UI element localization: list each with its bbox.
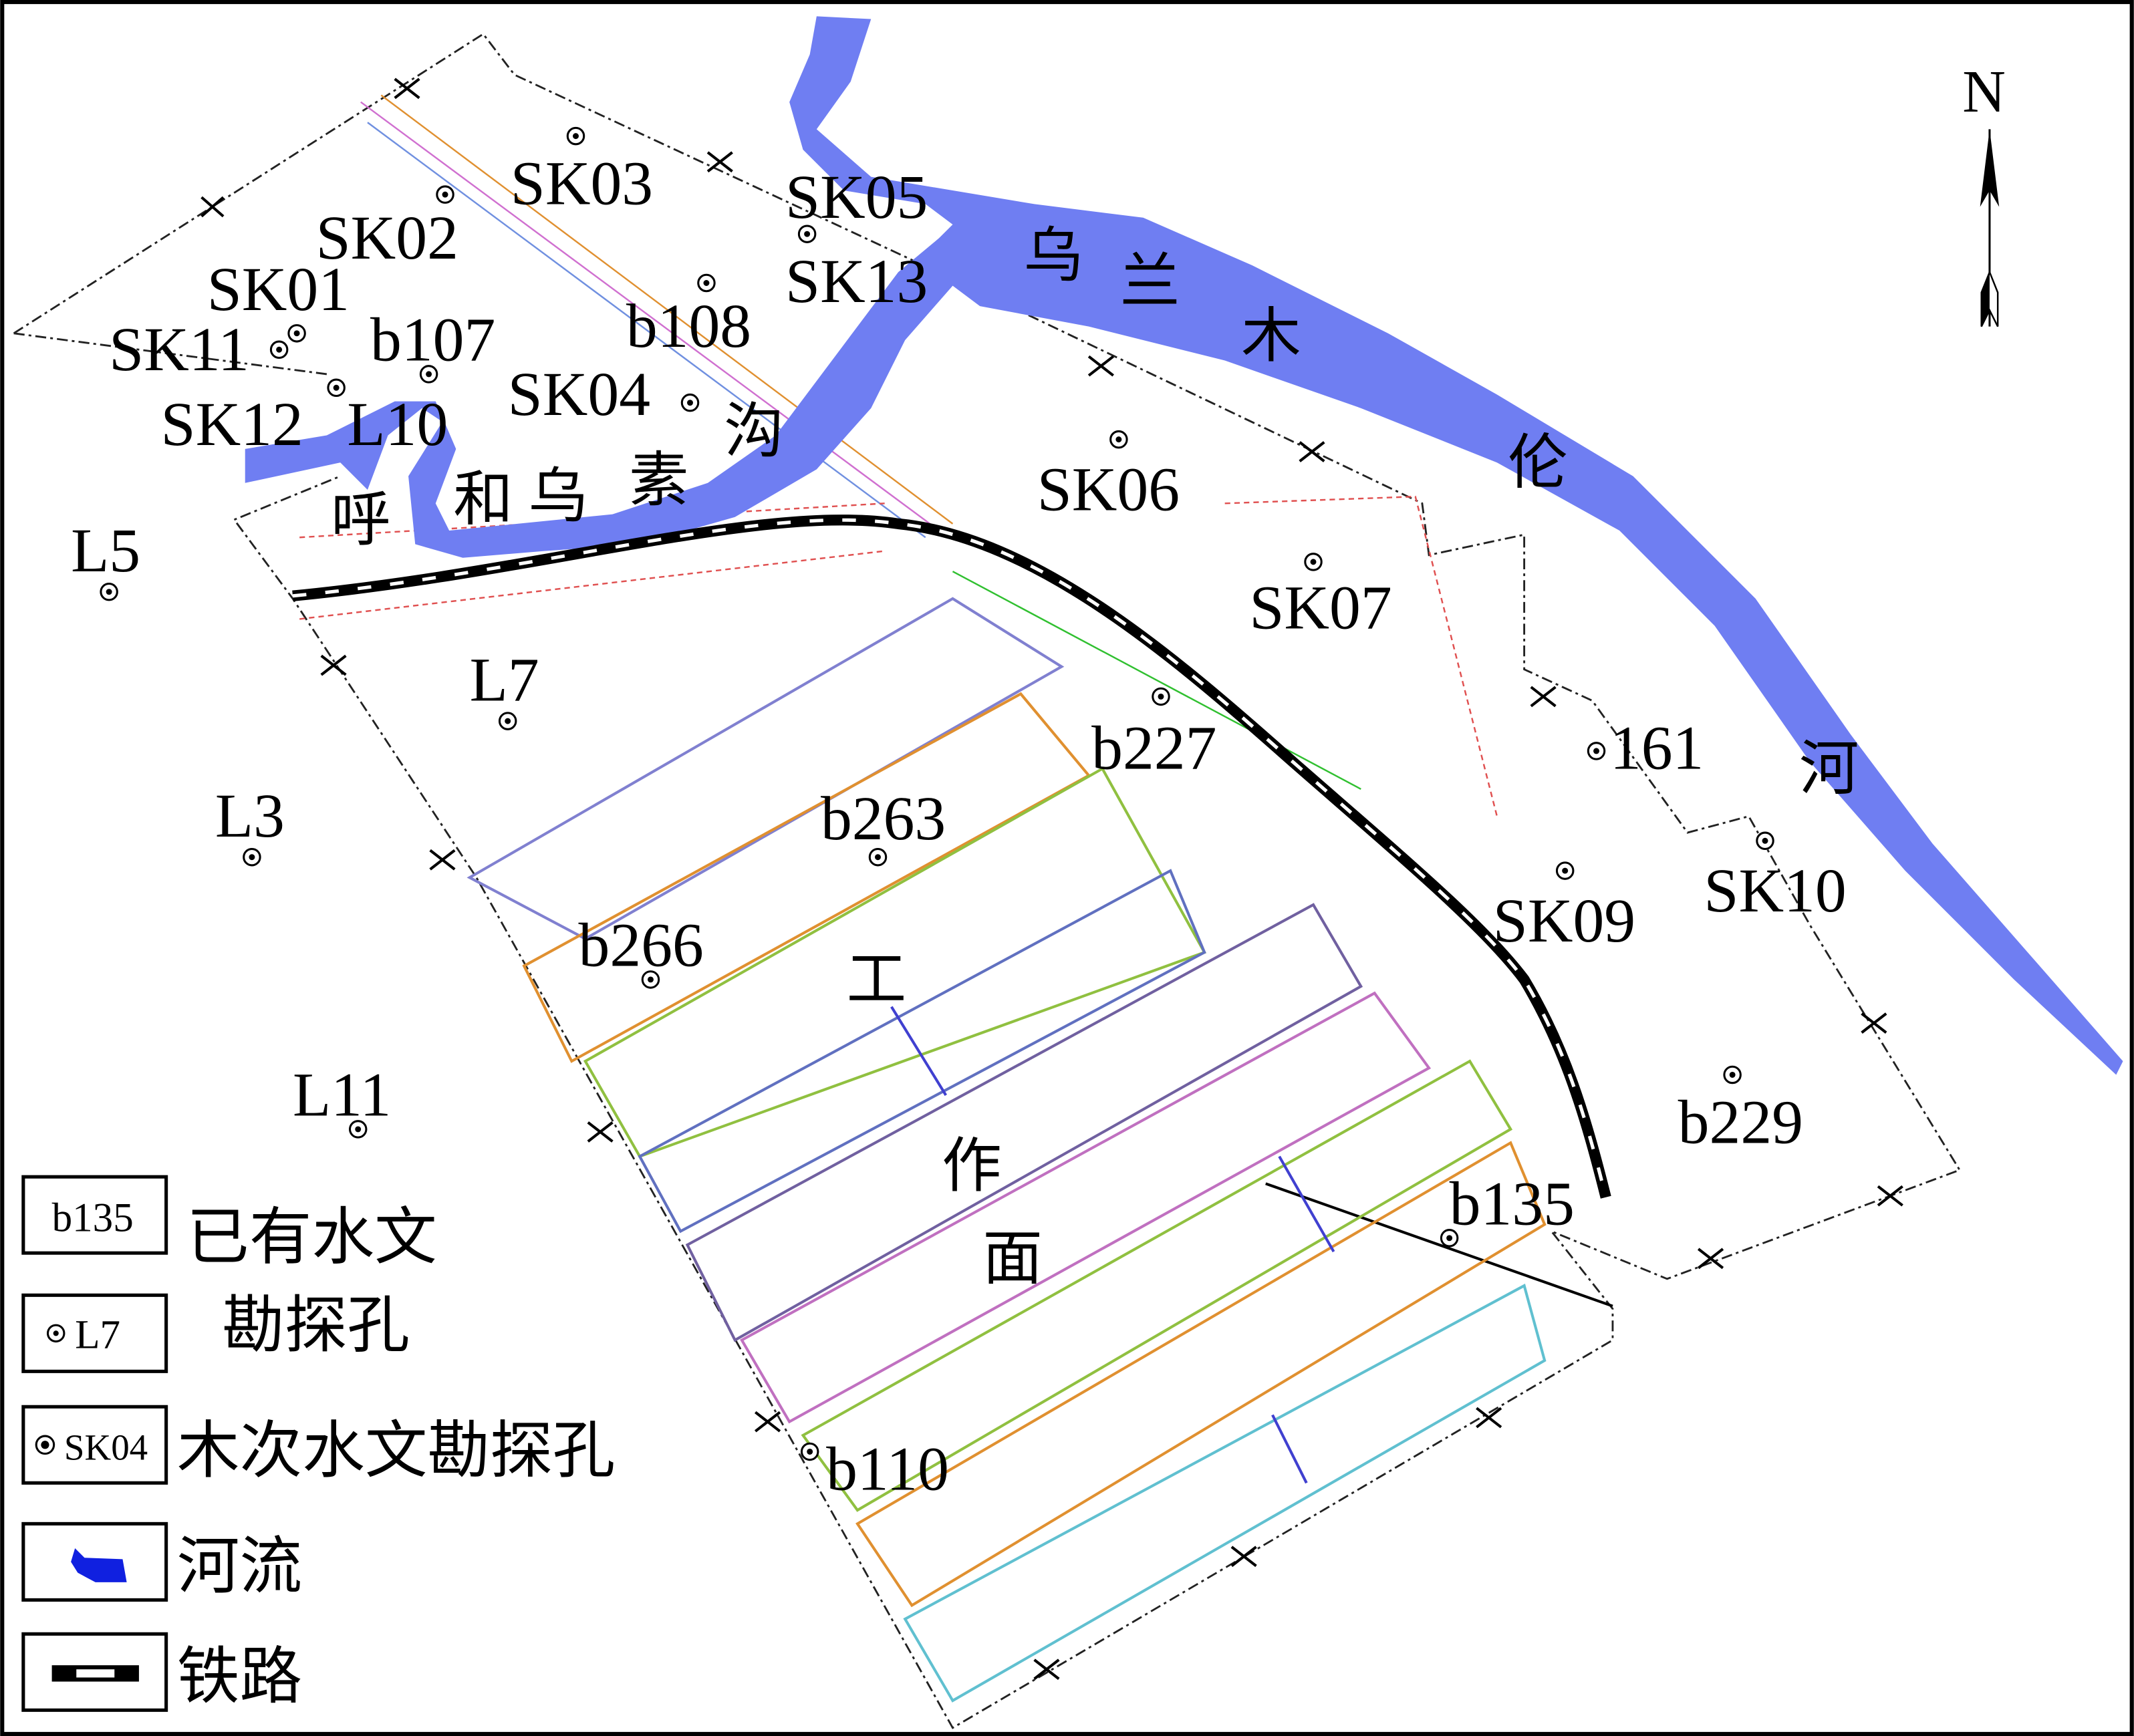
river-char: 兰 — [1120, 247, 1180, 317]
borehole-markers — [100, 126, 1774, 1461]
railway — [292, 515, 1611, 1199]
river-char: 呼 — [331, 485, 391, 555]
north-arrow-icon — [1980, 129, 2000, 207]
river-char: 乌 — [1023, 221, 1083, 291]
borehole-marker-dot — [355, 1126, 362, 1133]
borehole-marker-dot — [426, 371, 432, 378]
borehole-marker-dot — [293, 330, 300, 337]
workface-char: 面 — [982, 1224, 1043, 1294]
borehole-marker-dot — [505, 718, 511, 724]
borehole-label: L11 — [293, 1061, 391, 1130]
borehole-marker-dot — [1310, 559, 1317, 565]
borehole-marker-dot — [804, 231, 811, 237]
borehole-label: SK13 — [785, 247, 928, 316]
borehole-label: b107 — [370, 306, 495, 375]
borehole-label: SK10 — [1704, 857, 1846, 925]
borehole-label: b135 — [1450, 1169, 1575, 1238]
legend-railway-label: 铁路 — [177, 1640, 302, 1713]
borehole-marker-dot — [647, 976, 654, 983]
borehole-label: b229 — [1678, 1088, 1803, 1157]
workface-char: 作 — [942, 1131, 1002, 1201]
borehole-label: b227 — [1091, 714, 1216, 782]
mine-boundary — [13, 32, 1962, 1729]
borehole-label: 161 — [1610, 714, 1704, 782]
borehole-label: L3 — [215, 782, 285, 851]
borehole-label: b110 — [826, 1435, 949, 1503]
borehole-marker-dot — [333, 384, 340, 391]
borehole-label: b266 — [579, 911, 704, 980]
borehole-marker-dot — [875, 854, 881, 861]
borehole-marker-dot — [687, 400, 693, 406]
legend-existing-label: 勘探孔 — [222, 1290, 410, 1362]
borehole-marker-dot — [703, 280, 710, 286]
river-names: 乌 兰 木 伦 河 呼 和 乌 素 沟 工 作 面 — [331, 221, 1859, 1294]
river-icon — [71, 1548, 127, 1582]
river-char: 和 — [453, 465, 513, 535]
borehole-marker-dot — [807, 1448, 813, 1455]
borehole-marker-dot — [1115, 436, 1122, 443]
borehole-marker-dot — [442, 191, 448, 198]
legend-new-sample: SK04 — [64, 1427, 148, 1468]
borehole-marker-dot — [1762, 837, 1768, 844]
borehole-marker-dot — [1593, 748, 1600, 754]
river-char: 素 — [629, 446, 689, 515]
borehole-label: SK01 — [207, 255, 350, 324]
boundary-ticks — [201, 78, 1903, 1681]
legend-new-label: 木次水文勘探孔 — [177, 1415, 615, 1487]
borehole-label: SK09 — [1493, 887, 1635, 956]
borehole-label: L10 — [347, 390, 448, 459]
borehole-label: SK04 — [508, 360, 650, 429]
workface-char: 工 — [847, 945, 907, 1014]
legend-river-label: 河流 — [177, 1530, 302, 1603]
borehole-labels: SK03 SK02 SK01 SK11 SK12 L10 b107 b108 S… — [71, 149, 1847, 1503]
borehole-label: SK02 — [316, 204, 458, 273]
borehole-label: SK11 — [109, 315, 249, 384]
borehole-label: b108 — [626, 292, 751, 361]
north-arrow: N — [1962, 59, 2006, 327]
borehole-marker-dot — [106, 589, 112, 595]
legend-existing-sample: b135 — [52, 1196, 134, 1241]
borehole-icon — [35, 1435, 55, 1455]
borehole-marker-dot — [573, 133, 579, 140]
borehole-label: L5 — [71, 517, 140, 585]
river-char: 沟 — [724, 397, 784, 466]
river-char: 乌 — [528, 462, 588, 532]
borehole-marker-dot — [249, 854, 255, 861]
infrastructure-lines — [299, 94, 1613, 1308]
legend-existing-sample2: L7 — [75, 1313, 120, 1358]
borehole-label: SK07 — [1249, 574, 1391, 643]
legend-existing-label: 已有水文 — [186, 1201, 437, 1274]
borehole-icon — [46, 1324, 65, 1343]
work-panels — [466, 597, 1547, 1703]
river-char: 伦 — [1508, 428, 1568, 498]
river-char: 河 — [1799, 734, 1859, 804]
borehole-marker-dot — [1562, 867, 1569, 874]
borehole-marker-dot — [1729, 1072, 1736, 1078]
borehole-marker-dot — [276, 346, 283, 353]
north-label: N — [1962, 59, 2006, 125]
borehole-label: b263 — [821, 784, 946, 853]
borehole-label: SK05 — [785, 163, 928, 232]
river-char: 木 — [1241, 301, 1301, 371]
borehole-label: L7 — [470, 646, 539, 715]
borehole-label: SK03 — [511, 149, 653, 218]
borehole-marker-dot — [1158, 693, 1164, 700]
borehole-label: SK06 — [1037, 456, 1180, 525]
borehole-label: SK12 — [160, 390, 303, 459]
borehole-marker-dot — [1446, 1235, 1453, 1242]
legend: b135 L7 已有水文 勘探孔 SK04 木次水文勘探孔 河流 铁路 — [21, 1175, 615, 1713]
